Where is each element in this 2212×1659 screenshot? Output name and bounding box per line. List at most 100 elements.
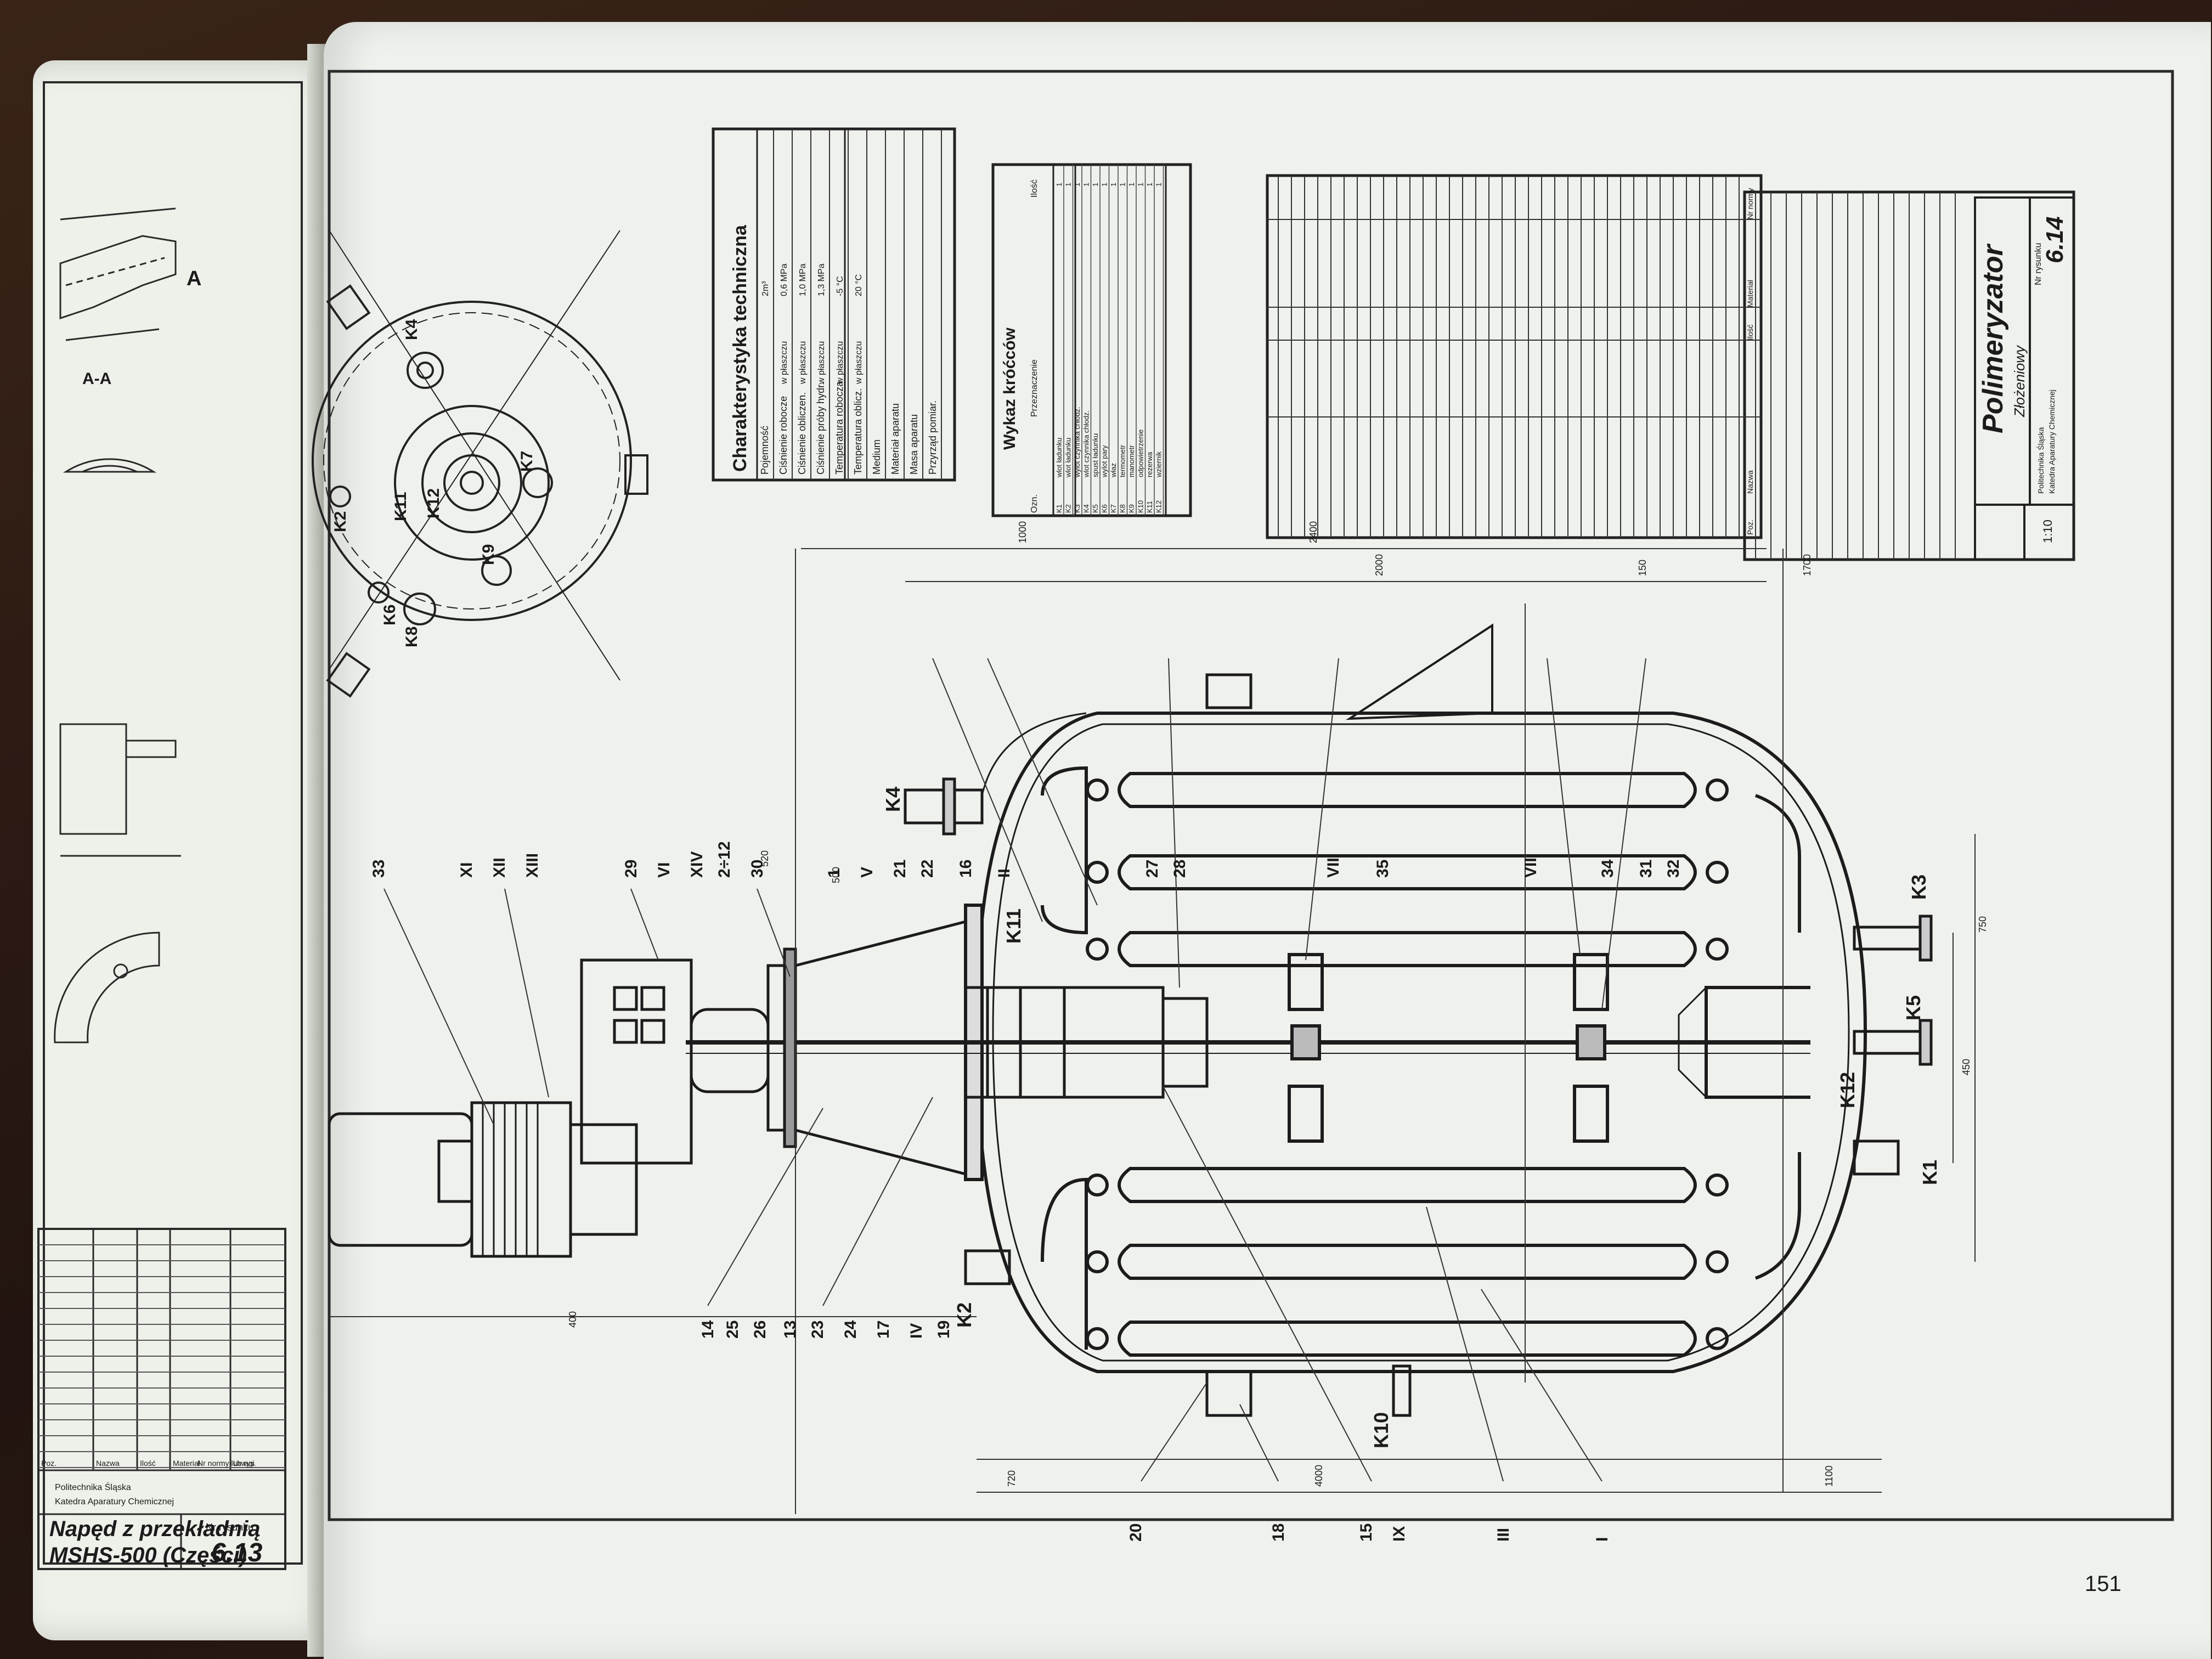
left-sheet-table-rows xyxy=(38,1244,285,1468)
parts-column-header: Ilość xyxy=(1746,324,1754,340)
detail-a-label: A xyxy=(187,267,201,290)
parts-column-header: Materiał xyxy=(1746,279,1754,307)
leader-lines xyxy=(383,658,1646,1482)
part-number-VIII: VIII xyxy=(1324,853,1342,878)
vessel-assembly xyxy=(686,623,1867,1373)
part-number-XI: XI xyxy=(458,862,476,878)
coil-tube xyxy=(1118,854,1697,890)
right-drawing-number: 6.14 xyxy=(2041,216,2068,263)
dimension-text: 150 xyxy=(1637,560,1648,576)
coil-connector xyxy=(1086,778,1109,802)
part-number-III: III xyxy=(1494,1528,1513,1542)
page-number: 151 xyxy=(2085,1572,2121,1596)
coil-connector xyxy=(1706,1327,1729,1350)
right-org-line2: Katedra Aparatury Chemicznej xyxy=(2047,390,2056,494)
coil-connector xyxy=(1086,1250,1109,1273)
part-number-I: I xyxy=(1593,1537,1611,1542)
part-number-XIV: XIV xyxy=(688,851,706,878)
part-number-212: 2÷12 xyxy=(715,841,733,878)
tech-row-sub: w płaszczu xyxy=(836,341,845,385)
nozzle-row-code: K5 xyxy=(1091,504,1099,513)
nozzle-row-purpose: właz xyxy=(1109,463,1118,478)
tech-row-value: 1,0 MPa xyxy=(798,263,808,296)
nozzle-row-purpose: termometr xyxy=(1119,444,1127,477)
top-view-label-k12: K12 xyxy=(425,488,443,518)
part-number-27: 27 xyxy=(1143,860,1161,878)
nozzle-row-qty: 1 xyxy=(1146,183,1154,187)
nozzle-row-qty: 1 xyxy=(1082,183,1091,187)
coil-tube xyxy=(1118,772,1697,808)
tech-row-label: Ciśnienie robocze xyxy=(778,396,789,475)
top-view xyxy=(312,230,648,698)
tech-row-value: -5 °C xyxy=(836,276,845,296)
part-number-13: 13 xyxy=(781,1321,799,1339)
nozzle-row-code: K1 xyxy=(1055,504,1063,513)
nozzle-row-purpose: spust ładunku xyxy=(1091,433,1099,477)
nozzle-row-code: K2 xyxy=(1064,504,1073,513)
dimension-text: 1000 xyxy=(1017,521,1028,543)
left-org-line1: Politechnika Śląska xyxy=(55,1482,131,1492)
nozzle-row-purpose: wylot czynnika chłodz. xyxy=(1073,407,1081,478)
right-org-line1: Politechnika Śląska xyxy=(2036,427,2045,494)
part-number-XIII: XIII xyxy=(523,853,541,878)
coil-connector xyxy=(1706,938,1729,961)
nozzle-row-qty: 1 xyxy=(1109,183,1118,187)
part-number-V: V xyxy=(858,867,876,878)
tech-row-label: Ciśnienie próby hydr. xyxy=(815,382,826,475)
nozzle-row-code: K3 xyxy=(1073,504,1081,513)
part-number-16: 16 xyxy=(957,860,975,878)
nozzle-table-rows: Wykaz króćcówOzn.PrzeznaczenieIlośćK1wlo… xyxy=(1001,165,1164,516)
nozzle-row-qty: 1 xyxy=(1137,183,1145,187)
nozzle-row-code: K11 xyxy=(1146,501,1154,513)
coil-tube xyxy=(1118,931,1697,967)
dimension-text: 500 xyxy=(831,867,842,883)
nozzle-table-title: Wykaz króćców xyxy=(1001,327,1019,450)
nozzle-row-purpose: wylot pary xyxy=(1101,445,1109,478)
tech-row-value: 1,3 MPa xyxy=(817,263,826,296)
left-column-header: Materiał xyxy=(173,1459,201,1468)
tech-row-sub: w płaszczu xyxy=(817,341,826,385)
coil-connector xyxy=(1706,1173,1729,1197)
left-title-line2: MSHS-500 (Części) xyxy=(49,1543,247,1567)
coil-connector xyxy=(1086,1173,1109,1197)
left-column-header: Ilość xyxy=(140,1459,156,1468)
part-number-22: 22 xyxy=(918,860,936,878)
dimension-text: 450 xyxy=(1961,1059,1972,1075)
part-number-VI: VI xyxy=(655,862,673,878)
nozzle-row-code: K12 xyxy=(1155,500,1163,513)
nozzle-column-header: Przeznaczenie xyxy=(1030,359,1039,417)
nozzles xyxy=(904,673,1933,1417)
nozzle-row-code: K4 xyxy=(1082,504,1091,513)
left-column-header: Poz. xyxy=(41,1459,57,1468)
tech-row-label: Temperatura oblicz. xyxy=(853,388,864,475)
dimension-text: 1700 xyxy=(1802,554,1813,576)
tech-row-label: Medium xyxy=(871,439,882,475)
nozzle-row-purpose: wlot czynnika chłodz. xyxy=(1082,410,1091,478)
top-view-label-k4: K4 xyxy=(403,319,421,340)
left-sheet xyxy=(37,81,303,1570)
part-number-25: 25 xyxy=(724,1321,742,1339)
part-number-17: 17 xyxy=(874,1321,893,1339)
coil-connector xyxy=(1086,1327,1109,1350)
part-number-30: 30 xyxy=(748,860,766,878)
nozzle-row-qty: 1 xyxy=(1055,183,1063,187)
nozzle-row-code: K7 xyxy=(1109,504,1118,513)
parts-column-header: Nazwa xyxy=(1746,470,1754,494)
part-number-32: 32 xyxy=(1664,860,1683,878)
coil-connector xyxy=(1706,778,1729,802)
nozzle-label-k3: K3 xyxy=(1908,874,1930,900)
tech-row-label: Przyrząd pomiar. xyxy=(927,400,938,475)
coil-manifold xyxy=(1754,1152,1801,1280)
tech-row-sub: w płaszczu xyxy=(780,341,789,385)
top-view-label-k6: K6 xyxy=(381,605,399,625)
nozzle-row-purpose: odpowietrzenie xyxy=(1137,430,1145,477)
nozzle-row-code: K6 xyxy=(1101,504,1109,513)
tech-table xyxy=(712,127,956,482)
left-org-line2: Katedra Aparatury Chemicznej xyxy=(55,1497,174,1506)
nozzle-label-k5: K5 xyxy=(1902,995,1925,1020)
